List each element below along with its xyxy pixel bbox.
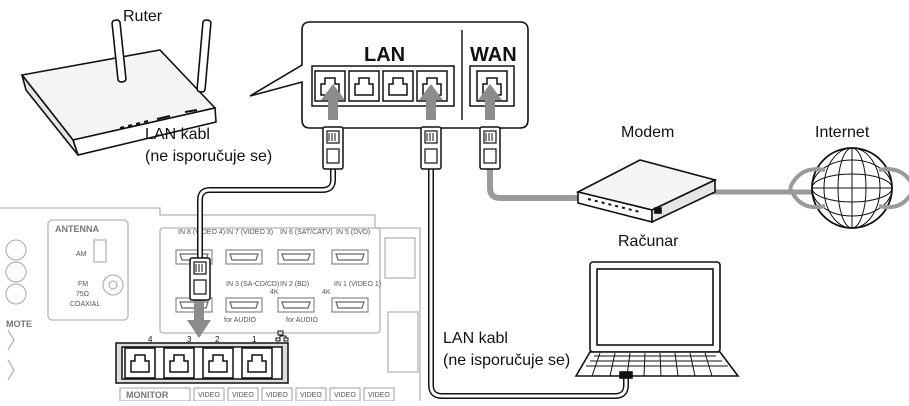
receiver-lan-port: [124, 347, 156, 379]
lan-cable-label-line2: (ne isporučuje se): [145, 148, 273, 165]
video-label: VIDEO: [198, 392, 220, 399]
lan-plug: [322, 126, 344, 170]
router-lan-port: [382, 70, 414, 102]
video-label: VIDEO: [368, 392, 390, 399]
connection-arrow: [321, 84, 345, 120]
monitor-label: MONITOR: [126, 390, 169, 400]
hdmi-top-label: IN 7 (VIDEO 3): [226, 229, 273, 236]
router-icon: [20, 19, 217, 156]
4k-badge: 4K: [270, 289, 279, 296]
wan-label: WAN: [470, 44, 517, 66]
hdmi-bottom-label: IN 3 (SA-CD/CD): [226, 281, 279, 288]
port-number: 1: [252, 335, 257, 344]
hdmi-top-label: IN 6 (SAT/CATV): [280, 229, 333, 236]
lan-cable-label-line1: LAN kabl: [443, 330, 508, 347]
fm-label: FM: [78, 281, 88, 288]
connection-arrow: [478, 84, 502, 120]
router-label: Ruter: [123, 8, 163, 25]
remote-label: MOTE: [6, 319, 32, 329]
internet-label: Internet: [815, 124, 870, 141]
ohm-label: 75Ω: [76, 291, 89, 298]
lan-cable-label-line1: LAN kabl: [145, 126, 210, 143]
video-label: VIDEO: [334, 392, 356, 399]
hdmi-top-label: IN 5 (DVD): [336, 229, 370, 236]
network-icon: [275, 330, 289, 342]
port-number: 4: [148, 335, 153, 344]
lan-cable-2: [428, 168, 629, 399]
computer-label: Računar: [618, 233, 679, 250]
hdmi-bottom-label: IN 2 (BD): [280, 281, 309, 288]
coaxial-label: COAXIAL: [70, 301, 100, 308]
lan-cable-1: [197, 168, 336, 260]
connection-arrow: [419, 84, 443, 120]
receiver-lan-port: [163, 347, 195, 379]
modem-icon: [575, 159, 718, 224]
receiver-lan-port-group: 4 3 2 1: [115, 330, 289, 384]
port-number: 2: [215, 335, 220, 344]
antenna-label: ANTENNA: [55, 224, 99, 234]
for-audio-label: for AUDIO: [286, 317, 318, 324]
port-number: 3: [187, 335, 192, 344]
video-label: VIDEO: [300, 392, 322, 399]
connection-arrow: [187, 298, 211, 338]
am-label: AM: [76, 251, 87, 258]
modem-label: Modem: [621, 124, 675, 141]
router-lan-port: [348, 70, 380, 102]
hdmi-bottom-label: IN 1 (VIDEO 1): [334, 281, 381, 288]
receiver-lan-port: [241, 347, 273, 379]
receiver-lan-port: [202, 347, 234, 379]
video-label: VIDEO: [232, 392, 254, 399]
4k-badge: 4K: [322, 289, 331, 296]
video-label: VIDEO: [266, 392, 288, 399]
lan-plug: [420, 126, 442, 170]
modem-cable: [487, 168, 590, 201]
wan-plug: [479, 126, 501, 170]
for-audio-label: for AUDIO: [224, 317, 256, 324]
internet-globe-icon: [788, 147, 909, 229]
computer-icon: [574, 261, 740, 379]
lan-cable-label-line2: (ne isporučuje se): [443, 352, 571, 369]
lan-label: LAN: [364, 44, 406, 66]
lan-plug: [189, 257, 211, 301]
